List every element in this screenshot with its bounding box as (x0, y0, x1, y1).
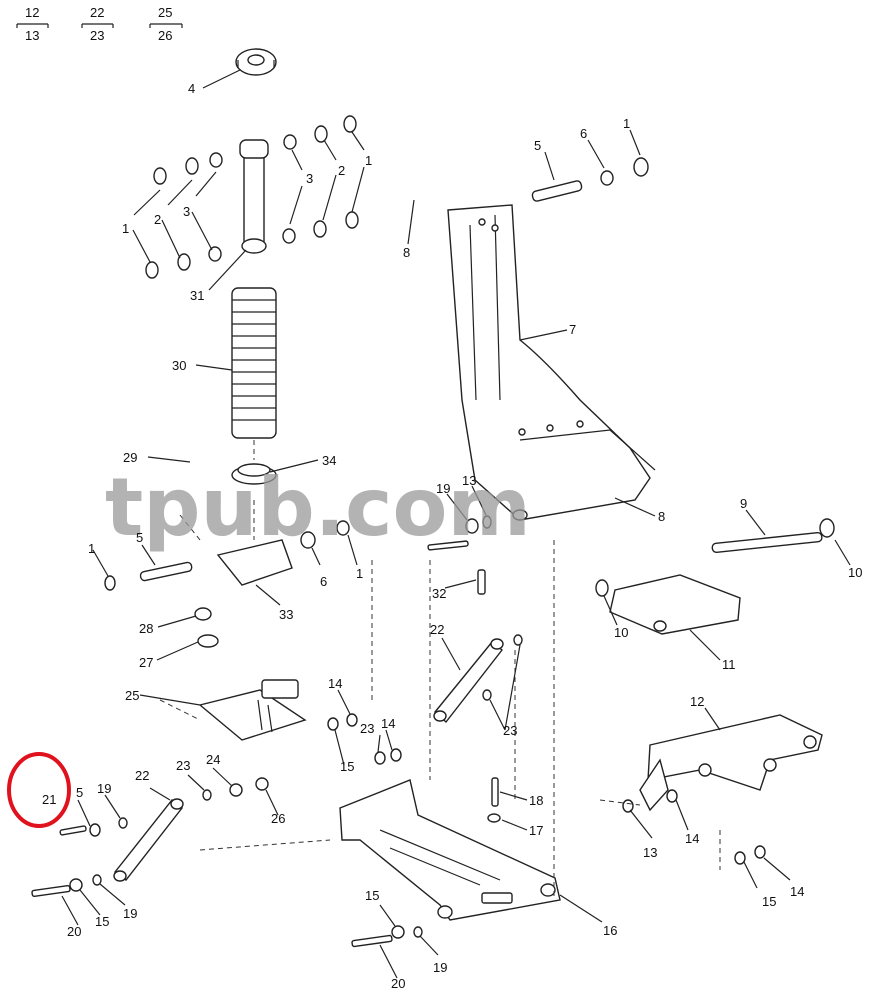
legend-bracket-2 (81, 23, 114, 28)
callout-16: 16 (603, 923, 617, 938)
legend-top-3: 25 (158, 5, 172, 20)
top-mount-part-4 (235, 48, 277, 76)
callout-18: 18 (529, 793, 543, 808)
legend-bracket-3 (149, 23, 183, 28)
callout-20: 20 (67, 924, 81, 939)
callout-19: 19 (433, 960, 447, 975)
callout-2: 2 (338, 163, 345, 178)
callout-14: 14 (381, 716, 395, 731)
callout-21: 21 (42, 792, 56, 807)
slide-bracket-part-12 (622, 714, 823, 865)
link-part-22-upper (433, 634, 523, 724)
callout-15: 15 (95, 914, 109, 929)
legend-top-1: 12 (25, 5, 39, 20)
callout-23: 23 (176, 758, 190, 773)
legend-top-2: 22 (90, 5, 104, 20)
callout-14: 14 (685, 831, 699, 846)
callouts: 4 1 2 3 3 2 1 31 5 6 1 8 7 30 29 34 19 1… (42, 81, 862, 991)
callout-32: 32 (432, 586, 446, 601)
pin-hardware-18-17 (487, 777, 501, 823)
coil-spring (231, 287, 277, 485)
callout-3: 3 (306, 171, 313, 186)
callout-26: 26 (271, 811, 285, 826)
seat-frame-part-7 (447, 204, 656, 521)
callout-23: 23 (360, 721, 374, 736)
callout-4: 4 (188, 81, 195, 96)
callout-14: 14 (328, 676, 342, 691)
bracket-part-25 (198, 679, 307, 741)
callout-31: 31 (190, 288, 204, 303)
bracket-part-33 (104, 520, 350, 591)
callout-1: 1 (88, 541, 95, 556)
callout-15: 15 (365, 888, 379, 903)
callout-24: 24 (206, 752, 220, 767)
mid-hardware (427, 515, 492, 595)
callout-5: 5 (136, 530, 143, 545)
callout-28: 28 (139, 621, 153, 636)
callout-13: 13 (462, 473, 476, 488)
highlight-circle (7, 752, 71, 828)
callout-30: 30 (172, 358, 186, 373)
callout-15: 15 (340, 759, 354, 774)
center-hardware (327, 713, 402, 765)
watermark-text: tpub.com (105, 461, 531, 554)
callout-6: 6 (320, 574, 327, 589)
callout-2: 2 (154, 212, 161, 227)
callout-1: 1 (122, 221, 129, 236)
callout-1: 1 (623, 116, 630, 131)
callout-1: 1 (356, 566, 363, 581)
callout-5: 5 (534, 138, 541, 153)
shock-absorber (239, 139, 269, 254)
link-part-22-lower (59, 777, 269, 882)
callout-23: 23 (503, 723, 517, 738)
callout-8: 8 (658, 509, 665, 524)
callout-27: 27 (139, 655, 153, 670)
callout-1: 1 (365, 153, 372, 168)
legend: 12 13 22 23 25 26 (16, 5, 183, 43)
callout-19: 19 (123, 906, 137, 921)
callout-33: 33 (279, 607, 293, 622)
callout-10: 10 (614, 625, 628, 640)
callout-7: 7 (569, 322, 576, 337)
legend-bottom-3: 26 (158, 28, 172, 43)
callout-34: 34 (322, 453, 336, 468)
rod-part-9 (711, 518, 835, 554)
callout-19: 19 (97, 781, 111, 796)
bottom-hardware (31, 874, 423, 948)
shock-hardware-left (145, 152, 223, 279)
leader-lines (61, 69, 851, 979)
callout-14: 14 (790, 884, 804, 899)
callout-17: 17 (529, 823, 543, 838)
callout-12: 12 (690, 694, 704, 709)
callout-6: 6 (580, 126, 587, 141)
shock-hardware-right (282, 115, 359, 244)
bracket-part-11 (595, 574, 741, 635)
callout-10: 10 (848, 565, 862, 580)
callout-15: 15 (762, 894, 776, 909)
callout-25: 25 (125, 688, 139, 703)
callout-9: 9 (740, 496, 747, 511)
alignment-lines (159, 440, 721, 900)
callout-3: 3 (183, 204, 190, 219)
callout-22: 22 (135, 768, 149, 783)
callout-19: 19 (436, 481, 450, 496)
legend-bottom-1: 13 (25, 28, 39, 43)
legend-bracket-1 (16, 23, 49, 28)
callout-22: 22 (430, 622, 444, 637)
legend-bottom-2: 23 (90, 28, 104, 43)
nut-hardware (194, 607, 219, 648)
callout-13: 13 (643, 845, 657, 860)
base-frame-part-16 (339, 779, 561, 921)
callout-8: 8 (403, 245, 410, 260)
callout-5: 5 (76, 785, 83, 800)
callout-20: 20 (391, 976, 405, 991)
callout-11: 11 (722, 657, 736, 672)
pivot-pin-top (531, 157, 649, 202)
callout-29: 29 (123, 450, 137, 465)
